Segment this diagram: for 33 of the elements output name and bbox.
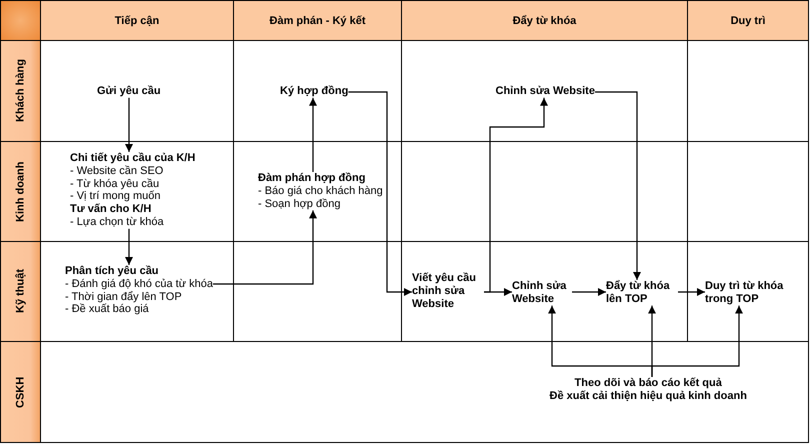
arrow (348, 91, 412, 296)
swimlane (0, 141, 809, 242)
arrow (125, 228, 133, 265)
arrow (678, 288, 705, 296)
column-header: Tiếp cận (40, 0, 234, 41)
lane-header: Kinh doanh (1, 142, 41, 241)
lane-header: Kỹ thuật (1, 242, 41, 341)
process-step: Chỉnh sửa Website (496, 85, 595, 98)
process-step: Đẩy từ khóa lên TOP (606, 280, 678, 306)
process-step: Gửi yêu cầu (97, 85, 161, 98)
swimlane (0, 40, 809, 142)
process-step: Chỉnh sửa Website (512, 280, 572, 306)
process-step: Viết yêu cầu chỉnh sửa Website (412, 272, 484, 310)
lane-header: Khách hàng (1, 41, 41, 141)
arrow (595, 91, 641, 280)
swimlane (0, 341, 809, 443)
arrow (651, 306, 743, 377)
process-step: Chi tiết yêu cầu của K/H - Website cần SEO - Từ khóa yêu cầu - Vị trí mong muốn Tư vấn cho K/H - Lựa chọn từ khóa (70, 152, 196, 229)
process-step: Đàm phán hợp đồng - Báo giá cho khách hàng - Soạn hợp đồng (258, 172, 383, 210)
process-step: Theo dõi và báo cáo kết quả Đề xuất cải thiện hiệu quả kinh doanh (550, 377, 747, 403)
column-header: Đẩy từ khóa (401, 0, 688, 41)
process-step: Duy trì từ khóa trong TOP (705, 280, 800, 306)
column-header: Đàm phán - Ký kết (233, 0, 402, 41)
arrow (213, 210, 317, 285)
arrow (309, 98, 317, 172)
lane-header: CSKH (1, 342, 41, 442)
swimlane (0, 241, 809, 342)
arrow (125, 98, 133, 152)
arrow (572, 288, 606, 296)
process-step: Phân tích yêu cầu - Đánh giá độ khó của từ khóa - Thời gian đẩy lên TOP - Đề xuất báo giá (65, 265, 214, 316)
process-step: Ký hợp đồng (280, 85, 348, 98)
arrow (484, 288, 512, 296)
column-header: Duy trì (687, 0, 809, 41)
